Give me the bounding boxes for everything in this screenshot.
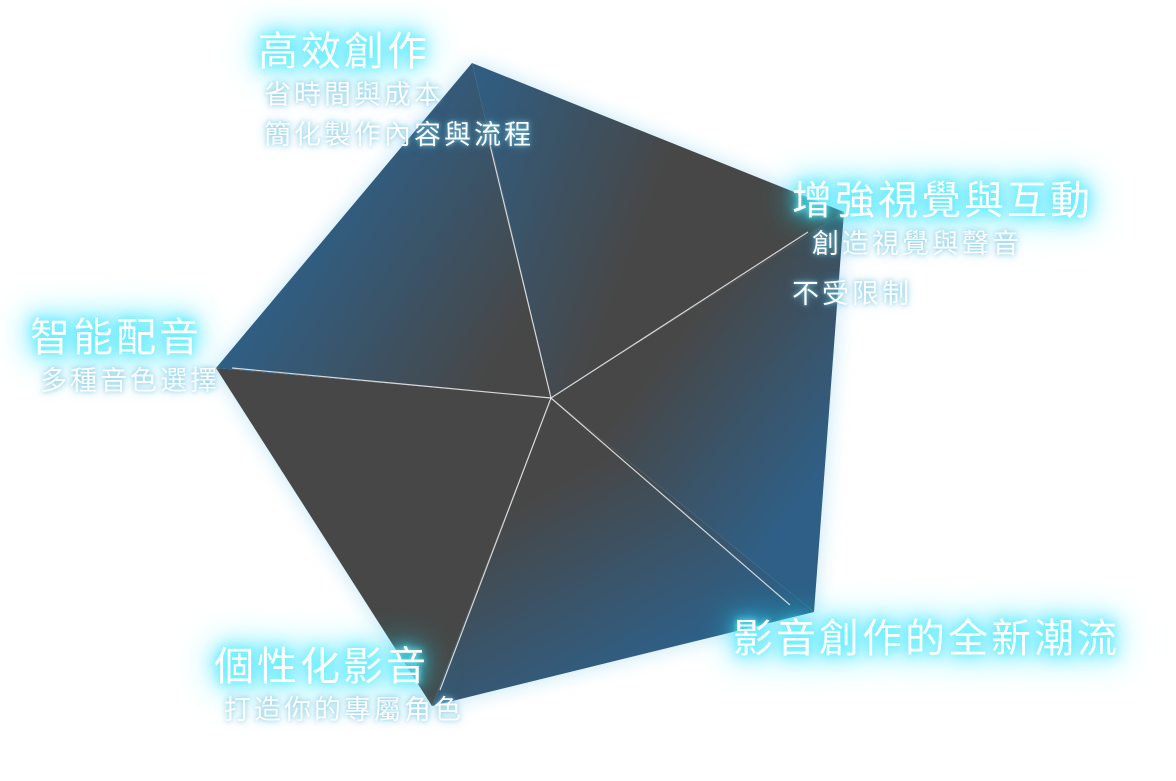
feature-line: 省時間與成本 (264, 80, 444, 111)
feature-title: 個性化影音 (214, 644, 429, 690)
spoke-line (489, 144, 552, 399)
spoke-line (439, 397, 552, 691)
feature-label-trend: 影音創作的全新潮流 (733, 615, 1120, 663)
feature-line: 多種音色選擇 (40, 366, 220, 397)
feature-label-visual: 增強視覺與互動 創造視覺與聲音 不受限制 (792, 177, 1093, 315)
segment-voice (216, 63, 551, 398)
segment-trend (432, 398, 814, 706)
feature-title: 影音創作的全新潮流 (733, 616, 1120, 662)
feature-line: 簡化製作內容與流程 (264, 120, 534, 151)
segment-visual (551, 212, 844, 612)
feature-label-personal: 個性化影音 打造你的專屬角色 (214, 643, 464, 731)
segment-efficient (472, 63, 844, 398)
feature-title: 高效創作 (258, 29, 430, 75)
feature-line: 不受限制 (792, 279, 912, 310)
feature-title: 智能配音 (30, 315, 202, 361)
spoke-line (550, 231, 809, 399)
spoke-line (550, 397, 791, 606)
feature-label-efficient: 高效創作 省時間與成本 簡化製作內容與流程 (258, 28, 534, 156)
feature-line: 打造你的專屬角色 (224, 695, 464, 726)
segment-personal (216, 368, 551, 706)
feature-title: 增強視覺與互動 (792, 178, 1093, 224)
feature-label-voice: 智能配音 多種音色選擇 (30, 314, 220, 402)
spoke-line (231, 367, 552, 399)
feature-line: 創造視覺與聲音 (812, 229, 1022, 260)
